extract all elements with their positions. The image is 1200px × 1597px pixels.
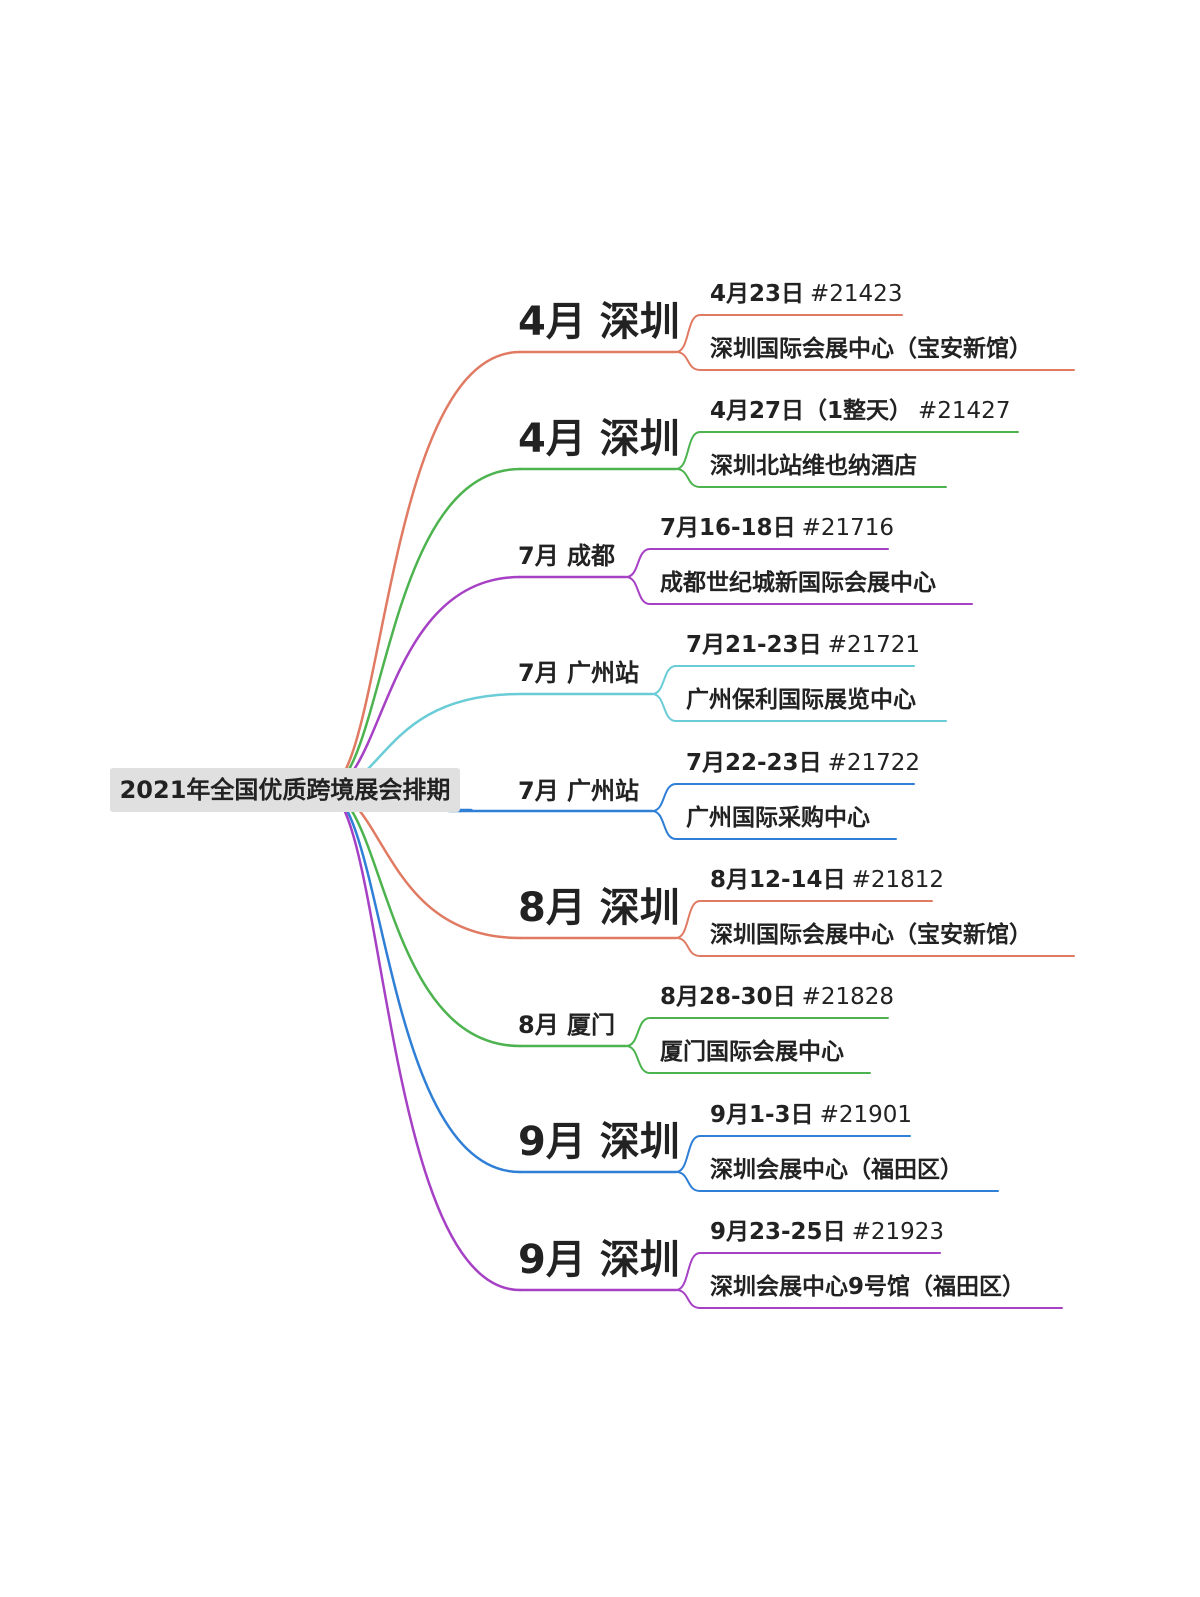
event-date: 7月16-18日	[660, 515, 796, 541]
event-code: #21427	[918, 398, 1011, 424]
branch-node[interactable]: 9月 深圳	[518, 1237, 680, 1283]
event-date-leaf[interactable]: 4月27日（1整天）#21427	[710, 396, 1010, 426]
branch-node[interactable]: 7月 广州站	[518, 777, 640, 805]
connector-line	[625, 576, 973, 605]
connector-line	[651, 665, 915, 695]
event-date: 7月21-23日	[686, 632, 822, 658]
event-code: #21721	[827, 632, 921, 658]
connector-line	[651, 810, 897, 840]
event-code: #21923	[851, 1219, 945, 1245]
connector-line	[323, 788, 522, 1292]
connector-line	[625, 1017, 889, 1047]
root-node[interactable]: 2021年全国优质跨境展会排期	[110, 768, 460, 812]
event-date-leaf[interactable]: 4月23日#21423	[710, 279, 902, 309]
connector-line	[625, 548, 889, 578]
connector-line	[675, 937, 1075, 957]
event-venue-leaf[interactable]: 深圳会展中心（福田区）	[710, 1157, 963, 1183]
event-date: 4月23日	[710, 281, 805, 307]
connector-line	[675, 1135, 911, 1173]
event-venue-leaf[interactable]: 成都世纪城新国际会展中心	[660, 570, 936, 596]
event-code: #21901	[819, 1102, 913, 1128]
event-date: 8月12-14日	[710, 867, 846, 893]
branch-node[interactable]: 8月 深圳	[518, 885, 680, 931]
event-venue-leaf[interactable]: 深圳北站维也纳酒店	[710, 453, 917, 479]
event-date-leaf[interactable]: 7月16-18日#21716	[660, 513, 894, 543]
event-venue-leaf[interactable]: 厦门国际会展中心	[660, 1039, 844, 1065]
connector-line	[651, 783, 915, 812]
event-date: 9月23-25日	[710, 1219, 846, 1245]
event-venue-leaf[interactable]: 深圳会展中心9号馆（福田区）	[710, 1274, 1026, 1300]
connector-line	[675, 1171, 999, 1192]
event-venue-leaf[interactable]: 深圳国际会展中心（宝安新馆）	[710, 336, 1032, 362]
connector-line	[675, 900, 933, 939]
event-date-leaf[interactable]: 7月22-23日#21722	[686, 748, 920, 778]
event-date: 4月27日（1整天）	[710, 398, 913, 424]
branch-node[interactable]: 4月 深圳	[518, 416, 680, 462]
event-date: 9月1-3日	[710, 1102, 814, 1128]
event-code: #21722	[827, 750, 921, 776]
connector-line	[675, 314, 903, 353]
connector-line	[675, 1252, 941, 1291]
branch-node[interactable]: 7月 广州站	[518, 659, 640, 687]
connector-line	[675, 468, 947, 488]
branch-node[interactable]: 9月 深圳	[518, 1119, 680, 1165]
event-date-leaf[interactable]: 9月1-3日#21901	[710, 1100, 912, 1130]
connector-line	[323, 350, 522, 792]
event-date-leaf[interactable]: 7月21-23日#21721	[686, 630, 920, 660]
event-date: 7月22-23日	[686, 750, 822, 776]
connector-line	[625, 1045, 871, 1074]
event-date-leaf[interactable]: 8月12-14日#21812	[710, 865, 944, 895]
connector-line	[675, 1289, 1063, 1309]
branch-node[interactable]: 7月 成都	[518, 542, 616, 570]
branch-node[interactable]: 8月 厦门	[518, 1011, 616, 1039]
connector-line	[675, 431, 1019, 470]
connector-line	[651, 693, 947, 722]
event-venue-leaf[interactable]: 广州保利国际展览中心	[686, 687, 916, 713]
event-code: #21423	[810, 281, 903, 307]
event-venue-leaf[interactable]: 深圳国际会展中心（宝安新馆）	[710, 922, 1032, 948]
connector-line	[675, 351, 1075, 371]
event-code: #21828	[801, 984, 895, 1010]
event-code: #21716	[801, 515, 895, 541]
event-code: #21812	[851, 867, 945, 893]
event-date-leaf[interactable]: 9月23-25日#21923	[710, 1217, 944, 1247]
branch-node[interactable]: 4月 深圳	[518, 299, 680, 345]
event-date: 8月28-30日	[660, 984, 796, 1010]
event-venue-leaf[interactable]: 广州国际采购中心	[686, 805, 870, 831]
event-date-leaf[interactable]: 8月28-30日#21828	[660, 982, 894, 1012]
